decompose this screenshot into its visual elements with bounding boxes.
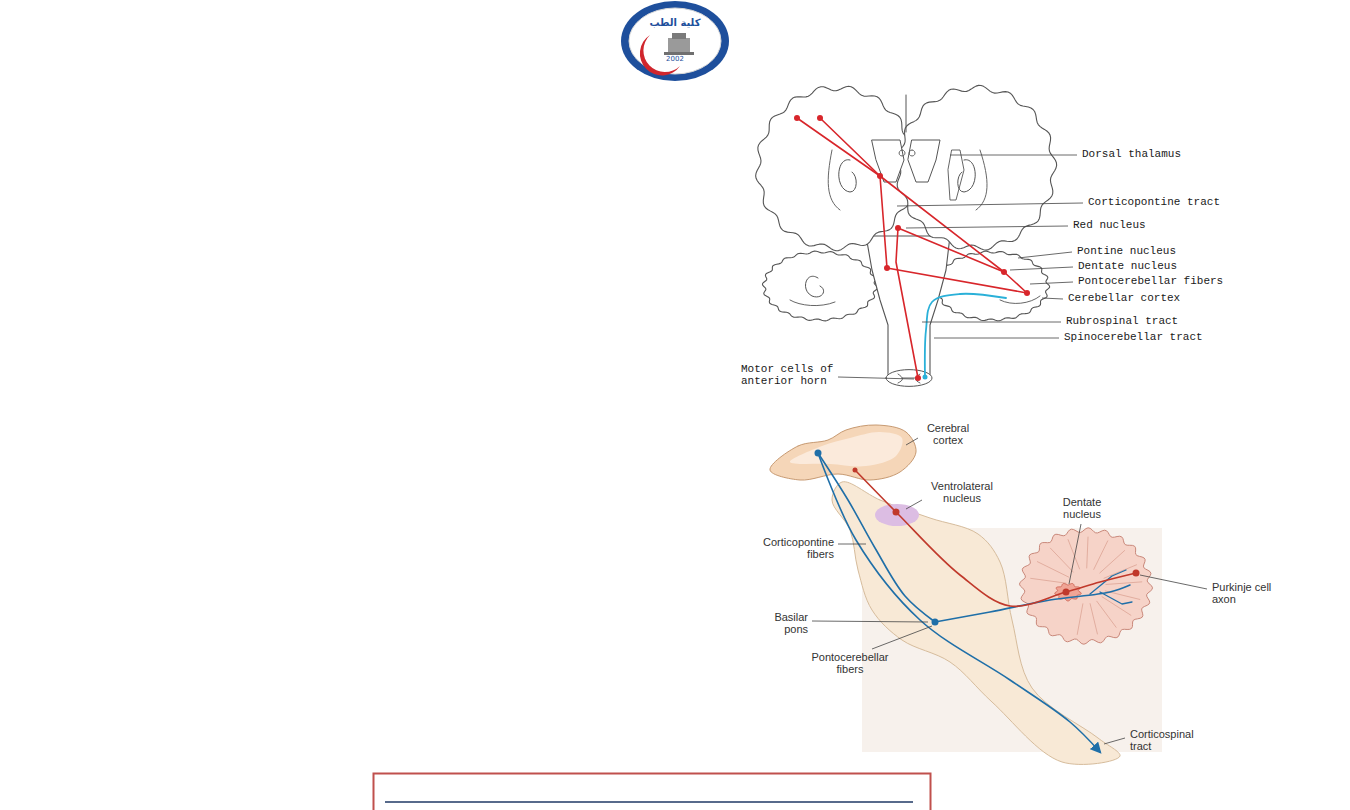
cerebellar-folium (1102, 597, 1131, 616)
pontocerebellar-fibers (887, 268, 1027, 293)
cerebellar-folium (1050, 548, 1073, 572)
logo-text: كلية الطب (644, 17, 706, 28)
sulcus (976, 150, 987, 210)
sagittal-section (770, 425, 1162, 764)
cerebellar-folium (805, 276, 823, 297)
structure-label: Rubrospinal tract (1066, 315, 1236, 327)
sulcus (828, 150, 840, 210)
cerebellar-folium (1097, 601, 1116, 627)
structure-label: Dentate nucleus (1078, 260, 1238, 272)
structure-label: Dorsal thalamus (1082, 148, 1242, 160)
structure-label: Pontocerebellar fibers (1078, 275, 1248, 287)
structure-label: Pontocerebellar fibers (805, 652, 895, 675)
neuron-soma (915, 375, 921, 381)
neuron-soma (1133, 570, 1140, 577)
structure-label: Pontine nucleus (1077, 245, 1237, 257)
structure-label: Ventrolateral nucleus (924, 481, 1000, 504)
cerebellar-folium (790, 300, 835, 306)
neuron-soma (895, 225, 901, 231)
cerebellar-folium (1090, 604, 1097, 634)
footer-box (374, 774, 931, 810)
cerebellothalamic-pathway (855, 470, 1136, 606)
structure-label: Motor cells of anterior horn (741, 363, 845, 388)
neuron-soma (932, 619, 939, 626)
cerebellar-folium (1106, 582, 1142, 585)
logo (621, 1, 729, 81)
structure-label: Dentate nucleus (1056, 497, 1108, 520)
dentatothalamic-fibers (880, 176, 1004, 272)
cerebellar-folium (1094, 541, 1108, 570)
neuron-soma (893, 509, 900, 516)
corticopontine-fibers (818, 453, 935, 622)
structure-label: Corticospinal tract (1130, 729, 1206, 752)
neuron-soma (923, 375, 928, 380)
dentatorubral-fibers (898, 228, 1004, 272)
structure-label: Corticopontine tract (1088, 196, 1248, 208)
structure-label: Purkinje cell axon (1212, 582, 1284, 605)
insula (839, 160, 857, 192)
purkinje-fibers (1004, 272, 1027, 293)
cerebellar-folium (1100, 551, 1125, 573)
pontocerebellar-branch (1090, 570, 1126, 594)
thalamocortical-fibers (820, 118, 880, 176)
neuron-soma (1063, 589, 1070, 596)
neuron-soma (815, 450, 822, 457)
corticospinal-tract (818, 453, 1100, 752)
neuron-soma (877, 173, 883, 179)
corticopontine-tract (797, 118, 887, 268)
pontocerebellar-branch (1100, 592, 1132, 604)
logo-year: 2002 (660, 56, 690, 64)
structure-label: Cerebellar cortex (1068, 292, 1238, 304)
ventricle (872, 140, 904, 182)
longitudinal-fissure (906, 95, 907, 132)
spinocerebellar-tract (925, 294, 1006, 377)
rubrospinal-tract (896, 228, 918, 378)
neuron-soma (794, 115, 800, 121)
thalamus-mark (899, 150, 915, 156)
cerebellar-folium (1068, 540, 1080, 569)
cerebellar-folium (1037, 562, 1068, 577)
cerebellar-folium (1031, 578, 1067, 583)
structure-label: Red nucleus (1073, 219, 1233, 231)
cerebral-hemisphere (756, 86, 917, 250)
structure-label: Basilar pons (762, 612, 808, 635)
neuron-soma (1001, 269, 1007, 275)
neuron-soma (1024, 290, 1030, 296)
cerebellar-folium (1087, 537, 1088, 568)
neuron-soma (817, 115, 823, 121)
structure-label: Spinocerebellar tract (1064, 331, 1234, 343)
cortex-face (790, 432, 903, 466)
cortex-block (770, 425, 916, 480)
neuron-soma (884, 265, 890, 271)
cerebral-hemisphere (896, 85, 1057, 250)
basal-ganglia (948, 150, 964, 200)
ventricle (908, 140, 940, 182)
structure-label: Cerebral cortex (922, 423, 974, 446)
insula (958, 160, 976, 192)
structure-label: Corticopontine fibers (752, 537, 834, 560)
brainstem (866, 236, 950, 378)
coronal-section (756, 85, 1057, 386)
cerebellar-lobe (762, 251, 877, 321)
neuron-soma (853, 468, 858, 473)
cerebellar-folium (1077, 604, 1083, 635)
ventrolateral-nucleus (875, 504, 919, 526)
